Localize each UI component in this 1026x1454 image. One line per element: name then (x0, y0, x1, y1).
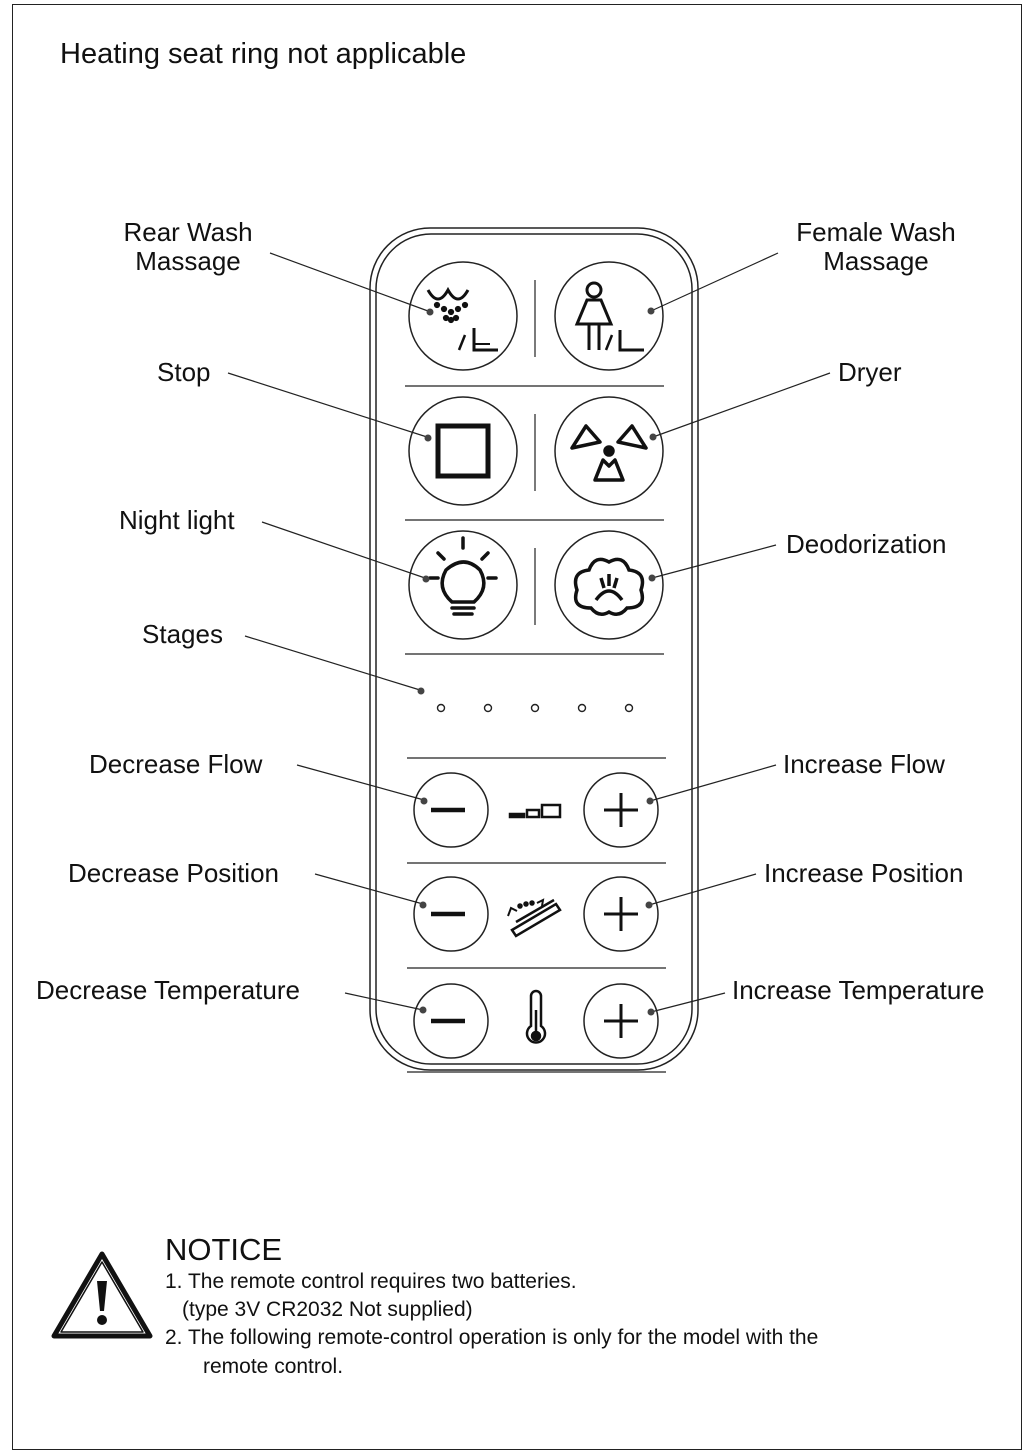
notice-title: NOTICE (165, 1232, 283, 1267)
label-dryer: Dryer (838, 357, 902, 387)
label-decrease-position: Decrease Position (68, 858, 279, 888)
night-light-icon (428, 536, 498, 616)
notice-line: 2. The following remote-control operatio… (165, 1326, 819, 1349)
flow-icon (508, 803, 562, 819)
dryer-icon (570, 424, 648, 482)
label-increase-temperature: Increase Temperature (732, 975, 985, 1005)
page-frame (12, 4, 1022, 1450)
notice-line: 1. The remote control requires two batte… (165, 1270, 577, 1293)
page-title: Heating seat ring not applicable (60, 38, 467, 70)
warning-icon (51, 1251, 153, 1339)
deodorization-icon (573, 557, 645, 616)
female-wash-icon (574, 281, 644, 352)
label-increase-flow: Increase Flow (783, 749, 945, 779)
position-icon (507, 898, 562, 938)
label-night-light: Night light (119, 505, 235, 535)
label-decrease-temperature: Decrease Temperature (36, 975, 300, 1005)
label-female-wash-massage: Female Wash Massage (796, 217, 956, 276)
thermometer-icon (525, 989, 547, 1044)
label-stop: Stop (157, 357, 211, 387)
rear-wash-icon (426, 286, 498, 352)
plus-icon (604, 793, 638, 827)
label-increase-position: Increase Position (764, 858, 964, 888)
rear-wash-button[interactable] (408, 261, 518, 371)
remote-inner-outline (375, 233, 693, 1065)
notice-line: remote control. (203, 1355, 344, 1378)
label-stages: Stages (142, 619, 223, 649)
label-rear-wash-massage: Rear Wash Massage (123, 217, 253, 276)
notice-line: (type 3V CR2032 Not supplied) (182, 1298, 473, 1321)
stage-indicators (436, 703, 634, 713)
stop-button[interactable] (408, 396, 518, 506)
label-deodorization: Deodorization (786, 529, 947, 559)
plus-icon (604, 1004, 638, 1038)
remote-outer-outline (369, 227, 699, 1071)
stop-icon (435, 423, 491, 479)
label-decrease-flow: Decrease Flow (89, 749, 263, 779)
night-light-button[interactable] (408, 530, 518, 640)
plus-icon (604, 897, 638, 931)
